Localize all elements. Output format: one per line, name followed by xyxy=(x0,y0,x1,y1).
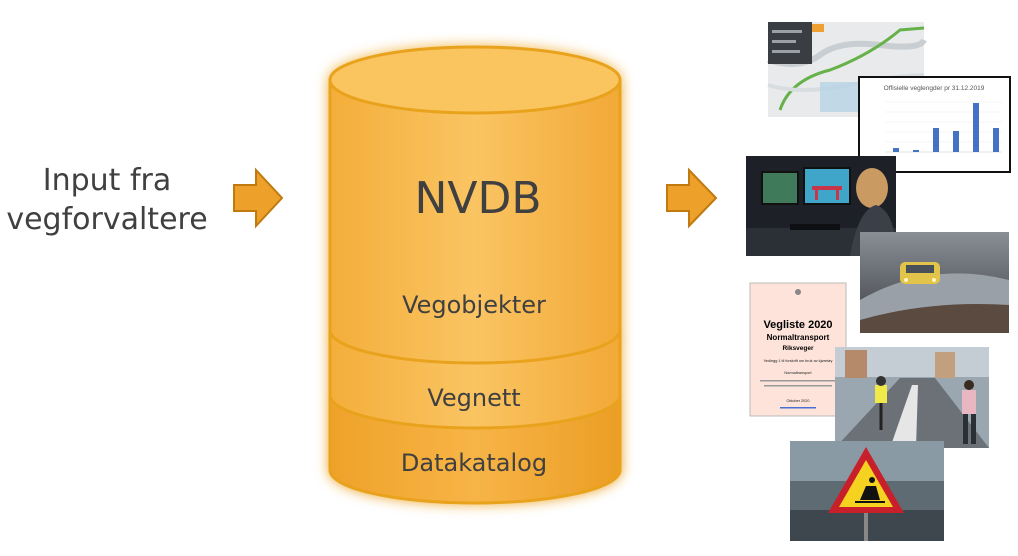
database-title: NVDB xyxy=(414,173,541,224)
vegliste-document: Vegliste 2020 Normaltransport Riksveger … xyxy=(749,282,847,417)
layer-vegobjekter-shape xyxy=(328,78,622,365)
winter-road-photo xyxy=(860,232,1009,333)
input-label-line2: vegforvaltere xyxy=(6,202,207,237)
output-arrow-icon xyxy=(666,167,718,229)
cylinder-top xyxy=(328,45,622,115)
chart-thumbnail-title: Offisielle veglengder pr 31.12.2019 xyxy=(884,85,985,92)
chart-thumbnail: Offisielle veglengder pr 31.12.2019 xyxy=(858,76,1011,173)
roadwork-sign-photo xyxy=(790,441,944,541)
document-line1: Vedlegg 1 til forskrift om bruk av kjøre… xyxy=(764,359,833,363)
layer-label-vegobjekter: Vegobjekter xyxy=(402,291,546,319)
document-subtitle: Normaltransport xyxy=(767,333,830,342)
input-label: Input fra vegforvaltere xyxy=(6,163,207,237)
layer-label-vegnett: Vegnett xyxy=(427,384,520,412)
document-line2: Normaltransport xyxy=(784,371,812,375)
input-label-line1: Input fra xyxy=(43,163,172,198)
nvdb-database-cylinder xyxy=(328,45,622,505)
layer-label-datakatalog: Datakatalog xyxy=(401,449,547,477)
cyclists-photo xyxy=(835,347,989,448)
document-title: Vegliste 2020 xyxy=(763,319,832,331)
input-arrow-icon xyxy=(233,167,284,229)
document-subtitle2: Riksveger xyxy=(782,345,814,352)
document-date: Oktober 2020 xyxy=(786,399,809,403)
